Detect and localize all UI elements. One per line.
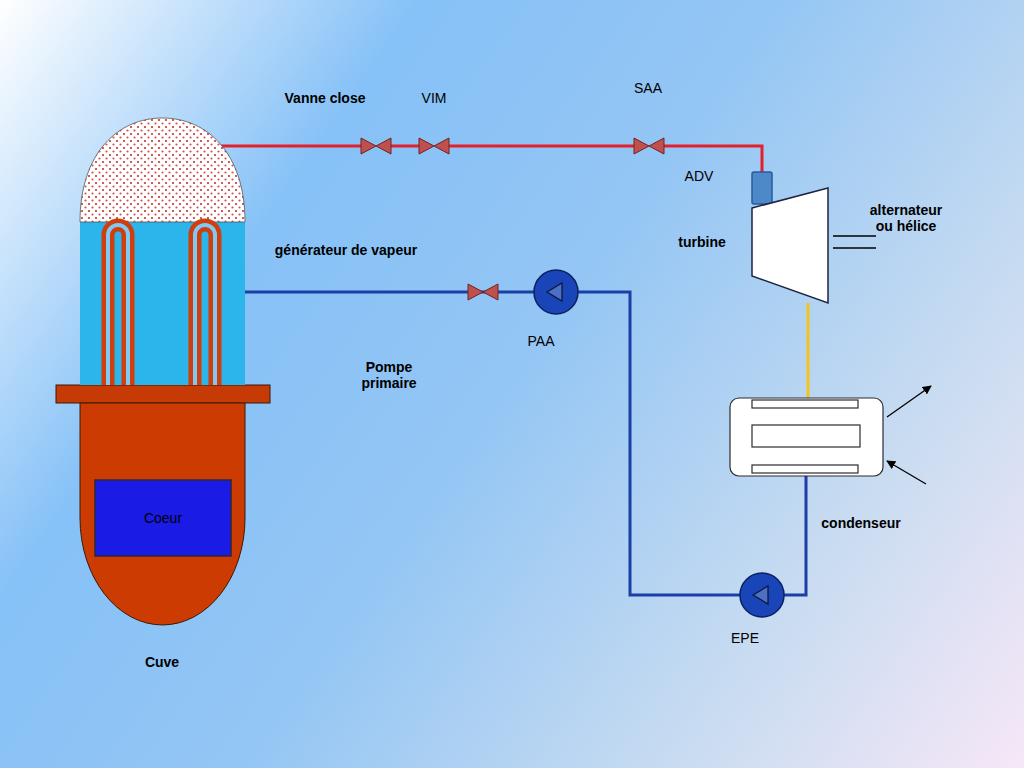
vessel-flange <box>56 385 270 403</box>
node-label: PAA <box>528 333 555 349</box>
valve-body <box>634 138 664 154</box>
node-label: condenseur <box>821 515 900 531</box>
valve-body <box>361 138 391 154</box>
adv-valve-outline <box>752 172 772 204</box>
node-label: turbine <box>678 234 725 250</box>
pipe-connector <box>578 292 740 595</box>
pump-symbol: EPE <box>740 573 784 617</box>
valve-symbol-outline <box>634 138 664 154</box>
valve-symbol: SAA <box>634 138 664 154</box>
valve-symbol-outline <box>419 138 449 154</box>
condenser-shell <box>730 398 883 476</box>
u-tube-bore <box>108 225 128 385</box>
reactor-vessel: CuveCoeur <box>80 403 245 625</box>
node-label: ADV <box>685 168 714 184</box>
tube-bundle <box>752 400 858 408</box>
turbine-body <box>752 188 828 303</box>
u-tube <box>108 225 128 385</box>
pump-symbol-outline <box>534 270 578 314</box>
node-label: Vanne close <box>285 90 366 106</box>
u-tube-bore <box>195 225 215 385</box>
valve-symbol: Vanne close <box>361 138 391 154</box>
turbine: turbine <box>752 188 828 303</box>
condenser: condenseur <box>730 398 883 476</box>
node-label: Cuve <box>145 654 179 670</box>
condenser-outline <box>730 398 883 476</box>
turbine-outline <box>752 188 828 303</box>
cooling-in-arrow <box>887 461 926 484</box>
node-label: générateur de vapeur <box>275 242 417 258</box>
node-label: EPE <box>731 630 759 646</box>
shaft-line <box>833 247 876 249</box>
pipe-connector <box>245 145 361 148</box>
pump-casing <box>740 573 784 617</box>
pipe-connector <box>807 303 810 398</box>
u-tube <box>195 225 215 385</box>
vessel-body <box>80 403 245 625</box>
alternator-label: alternateur ou hélice <box>860 202 952 234</box>
reactor-core: Coeur <box>95 480 231 556</box>
feed-valve-symbol <box>468 284 498 300</box>
node-label: VIM <box>422 90 447 106</box>
valve-symbol-outline <box>361 138 391 154</box>
water-volume <box>80 222 245 385</box>
core-box <box>95 480 231 556</box>
valve-body <box>419 138 449 154</box>
tube-bundle <box>752 425 860 447</box>
cooling-out-arrow <box>887 386 931 417</box>
pump-label: Pompe primaire <box>348 359 430 391</box>
pipe-connector <box>449 145 634 148</box>
node-label: Coeur <box>144 510 182 526</box>
node-label: SAA <box>634 80 662 96</box>
steam-generator-outline <box>80 118 245 385</box>
valve-symbol: VIM <box>419 138 449 154</box>
pump-impeller <box>547 283 562 301</box>
pipe-connector <box>391 145 419 148</box>
tube-bundle <box>752 465 858 473</box>
shaft-line <box>833 235 876 237</box>
adv-body <box>752 172 772 204</box>
pump-casing <box>534 270 578 314</box>
pump-symbol-outline <box>740 573 784 617</box>
adv-valve: ADV <box>752 172 772 204</box>
pump-impeller <box>753 586 768 604</box>
steam-generator: générateur de vapeur <box>80 118 245 385</box>
steam-dome <box>80 118 245 222</box>
pipe-connector <box>784 476 806 595</box>
pump-symbol: PAA <box>534 270 578 314</box>
